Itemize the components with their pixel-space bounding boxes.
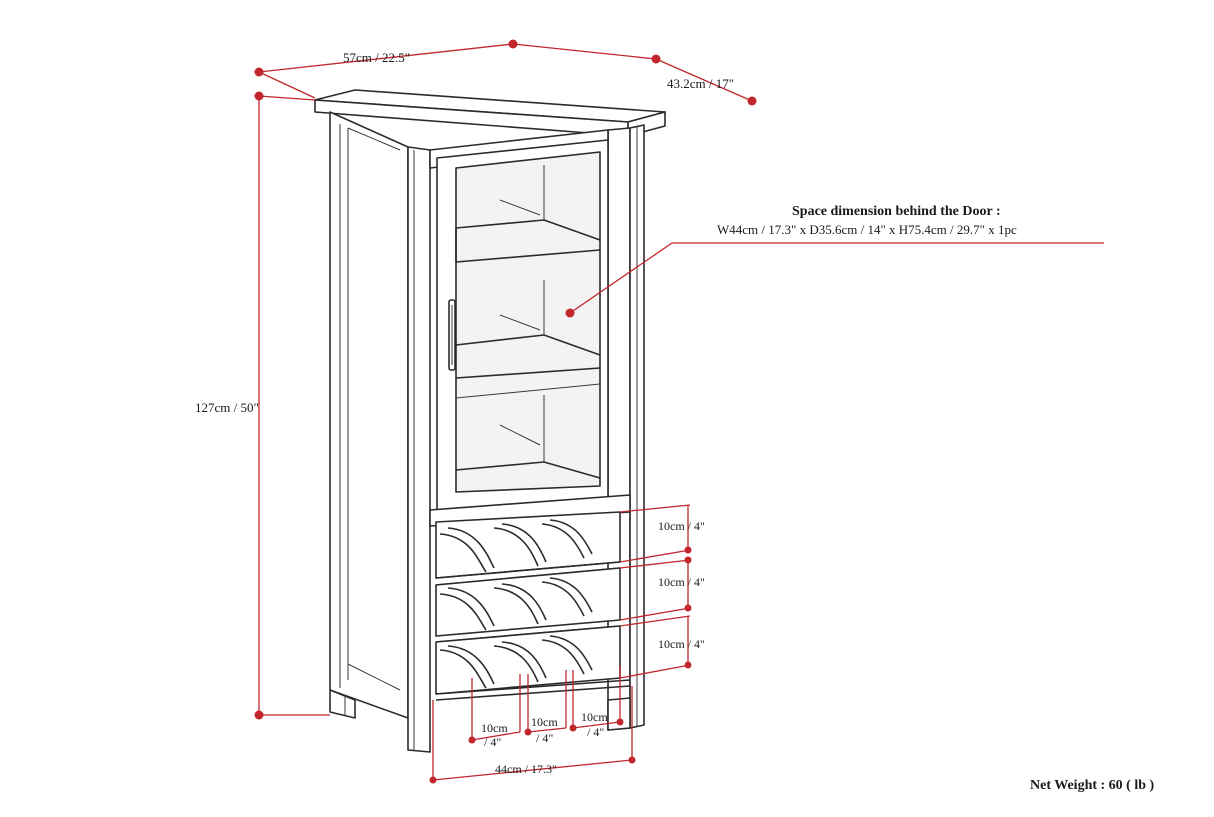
width-label: 57cm / 22.5" — [343, 50, 410, 65]
left-side-panel — [329, 111, 409, 719]
slot-3-marker — [569, 724, 577, 732]
height-bottom-marker — [254, 710, 264, 720]
slot-3-label-bottom: / 4" — [587, 725, 604, 739]
back-left-leg — [329, 689, 356, 719]
dimension-lines — [254, 39, 1104, 784]
depth-start-marker — [651, 54, 661, 64]
slot-3-end-marker — [616, 718, 624, 726]
slot-1-label-top: 10cm — [481, 721, 508, 735]
rack-1-marker — [684, 546, 692, 554]
front-left-stile — [407, 146, 431, 753]
rack-row-1-label: 10cm / 4" — [658, 519, 705, 533]
dimension-labels: 57cm / 22.5" 43.2cm / 17" 127cm / 50" Sp… — [195, 50, 1155, 793]
door-space-title: Space dimension behind the Door : — [792, 204, 1001, 219]
door-space-value: W44cm / 17.3" x D35.6cm / 14" x H75.4cm … — [717, 222, 1017, 237]
interior-width-start-marker — [429, 776, 437, 784]
rack-3-marker — [684, 661, 692, 669]
rack-shelf-1 — [435, 511, 621, 579]
slot-2-label-bottom: / 4" — [536, 731, 553, 745]
door-space-marker — [565, 308, 575, 318]
interior-width-end-marker — [628, 756, 636, 764]
interior-width-label: 44cm / 17.3" — [495, 762, 557, 776]
rack-2-marker — [684, 604, 692, 612]
depth-end-marker — [747, 96, 757, 106]
slot-2-marker — [524, 728, 532, 736]
front-right-leg — [607, 697, 631, 731]
rack-row-2-label: 10cm / 4" — [658, 575, 705, 589]
net-weight-label: Net Weight : 60 ( lb ) — [1030, 778, 1155, 793]
wine-rack — [435, 511, 631, 701]
slot-1-label-bottom: / 4" — [484, 735, 501, 749]
door-bottom-rail — [429, 494, 631, 527]
door-glass-pane — [455, 151, 601, 493]
cabinet-drawing — [314, 89, 666, 753]
slot-3-label-top: 10cm — [581, 710, 608, 724]
slot-2-label-top: 10cm — [531, 715, 558, 729]
height-top-marker — [254, 91, 264, 101]
depth-label: 43.2cm / 17" — [667, 76, 734, 91]
width-end-marker — [508, 39, 518, 49]
height-label: 127cm / 50" — [195, 400, 259, 415]
rack-2-top-marker — [684, 556, 692, 564]
slot-1-marker — [468, 736, 476, 744]
rack-row-3-label: 10cm / 4" — [658, 637, 705, 651]
